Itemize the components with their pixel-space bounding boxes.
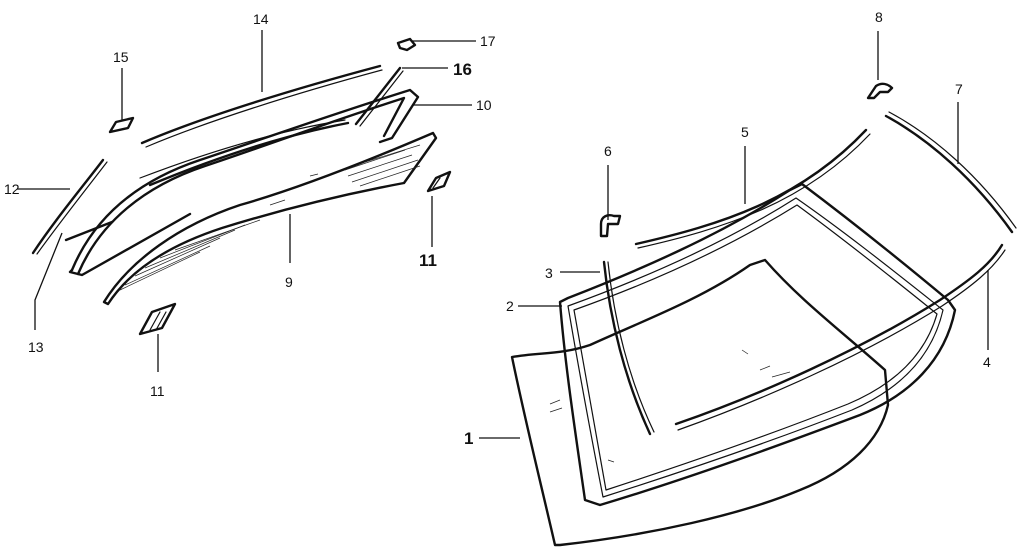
part-12-side-molding (31, 158, 105, 255)
label-9: 9 (285, 274, 293, 290)
part-14-upper-molding (140, 64, 382, 145)
part-15-clip (108, 116, 135, 134)
glass-hatching (119, 144, 421, 291)
part-3-side-molding (602, 260, 652, 436)
part-4-side-molding (674, 243, 1004, 426)
label-11-left: 11 (150, 383, 165, 399)
part-8-center-clip (866, 82, 894, 100)
rear-window-assembly (31, 37, 452, 336)
part-1-glass (510, 258, 890, 547)
label-11-right: 11 (419, 251, 437, 270)
label-17: 17 (480, 33, 496, 49)
label-15: 15 (113, 49, 129, 65)
label-12: 12 (4, 181, 20, 197)
label-4: 4 (983, 354, 991, 370)
part-7-top-molding (884, 114, 1014, 234)
part-17-clip (396, 37, 417, 52)
windshield-assembly (510, 82, 1017, 547)
part-6-corner-clip (599, 214, 622, 238)
label-7: 7 (955, 81, 963, 97)
label-14: 14 (253, 11, 269, 27)
part-10-weatherstrip (70, 88, 420, 272)
label-6: 6 (604, 143, 612, 159)
part-11-clip-left (138, 302, 177, 336)
windshield-glare-lines (549, 349, 791, 463)
label-1: 1 (464, 429, 473, 448)
label-16: 16 (453, 60, 472, 79)
label-10: 10 (476, 97, 492, 113)
label-3: 3 (545, 265, 553, 281)
leader-lines (17, 30, 989, 439)
part-9-glass (102, 131, 438, 306)
label-2: 2 (506, 298, 514, 314)
label-5: 5 (741, 124, 749, 140)
label-8: 8 (875, 9, 883, 25)
label-13: 13 (28, 339, 44, 355)
part-11-clip-right (426, 170, 452, 193)
callout-labels: 1 2 3 4 5 6 7 8 9 10 11 11 12 13 14 15 1… (4, 9, 991, 448)
part-5-top-molding (634, 128, 868, 246)
part-16-strip (354, 66, 402, 126)
